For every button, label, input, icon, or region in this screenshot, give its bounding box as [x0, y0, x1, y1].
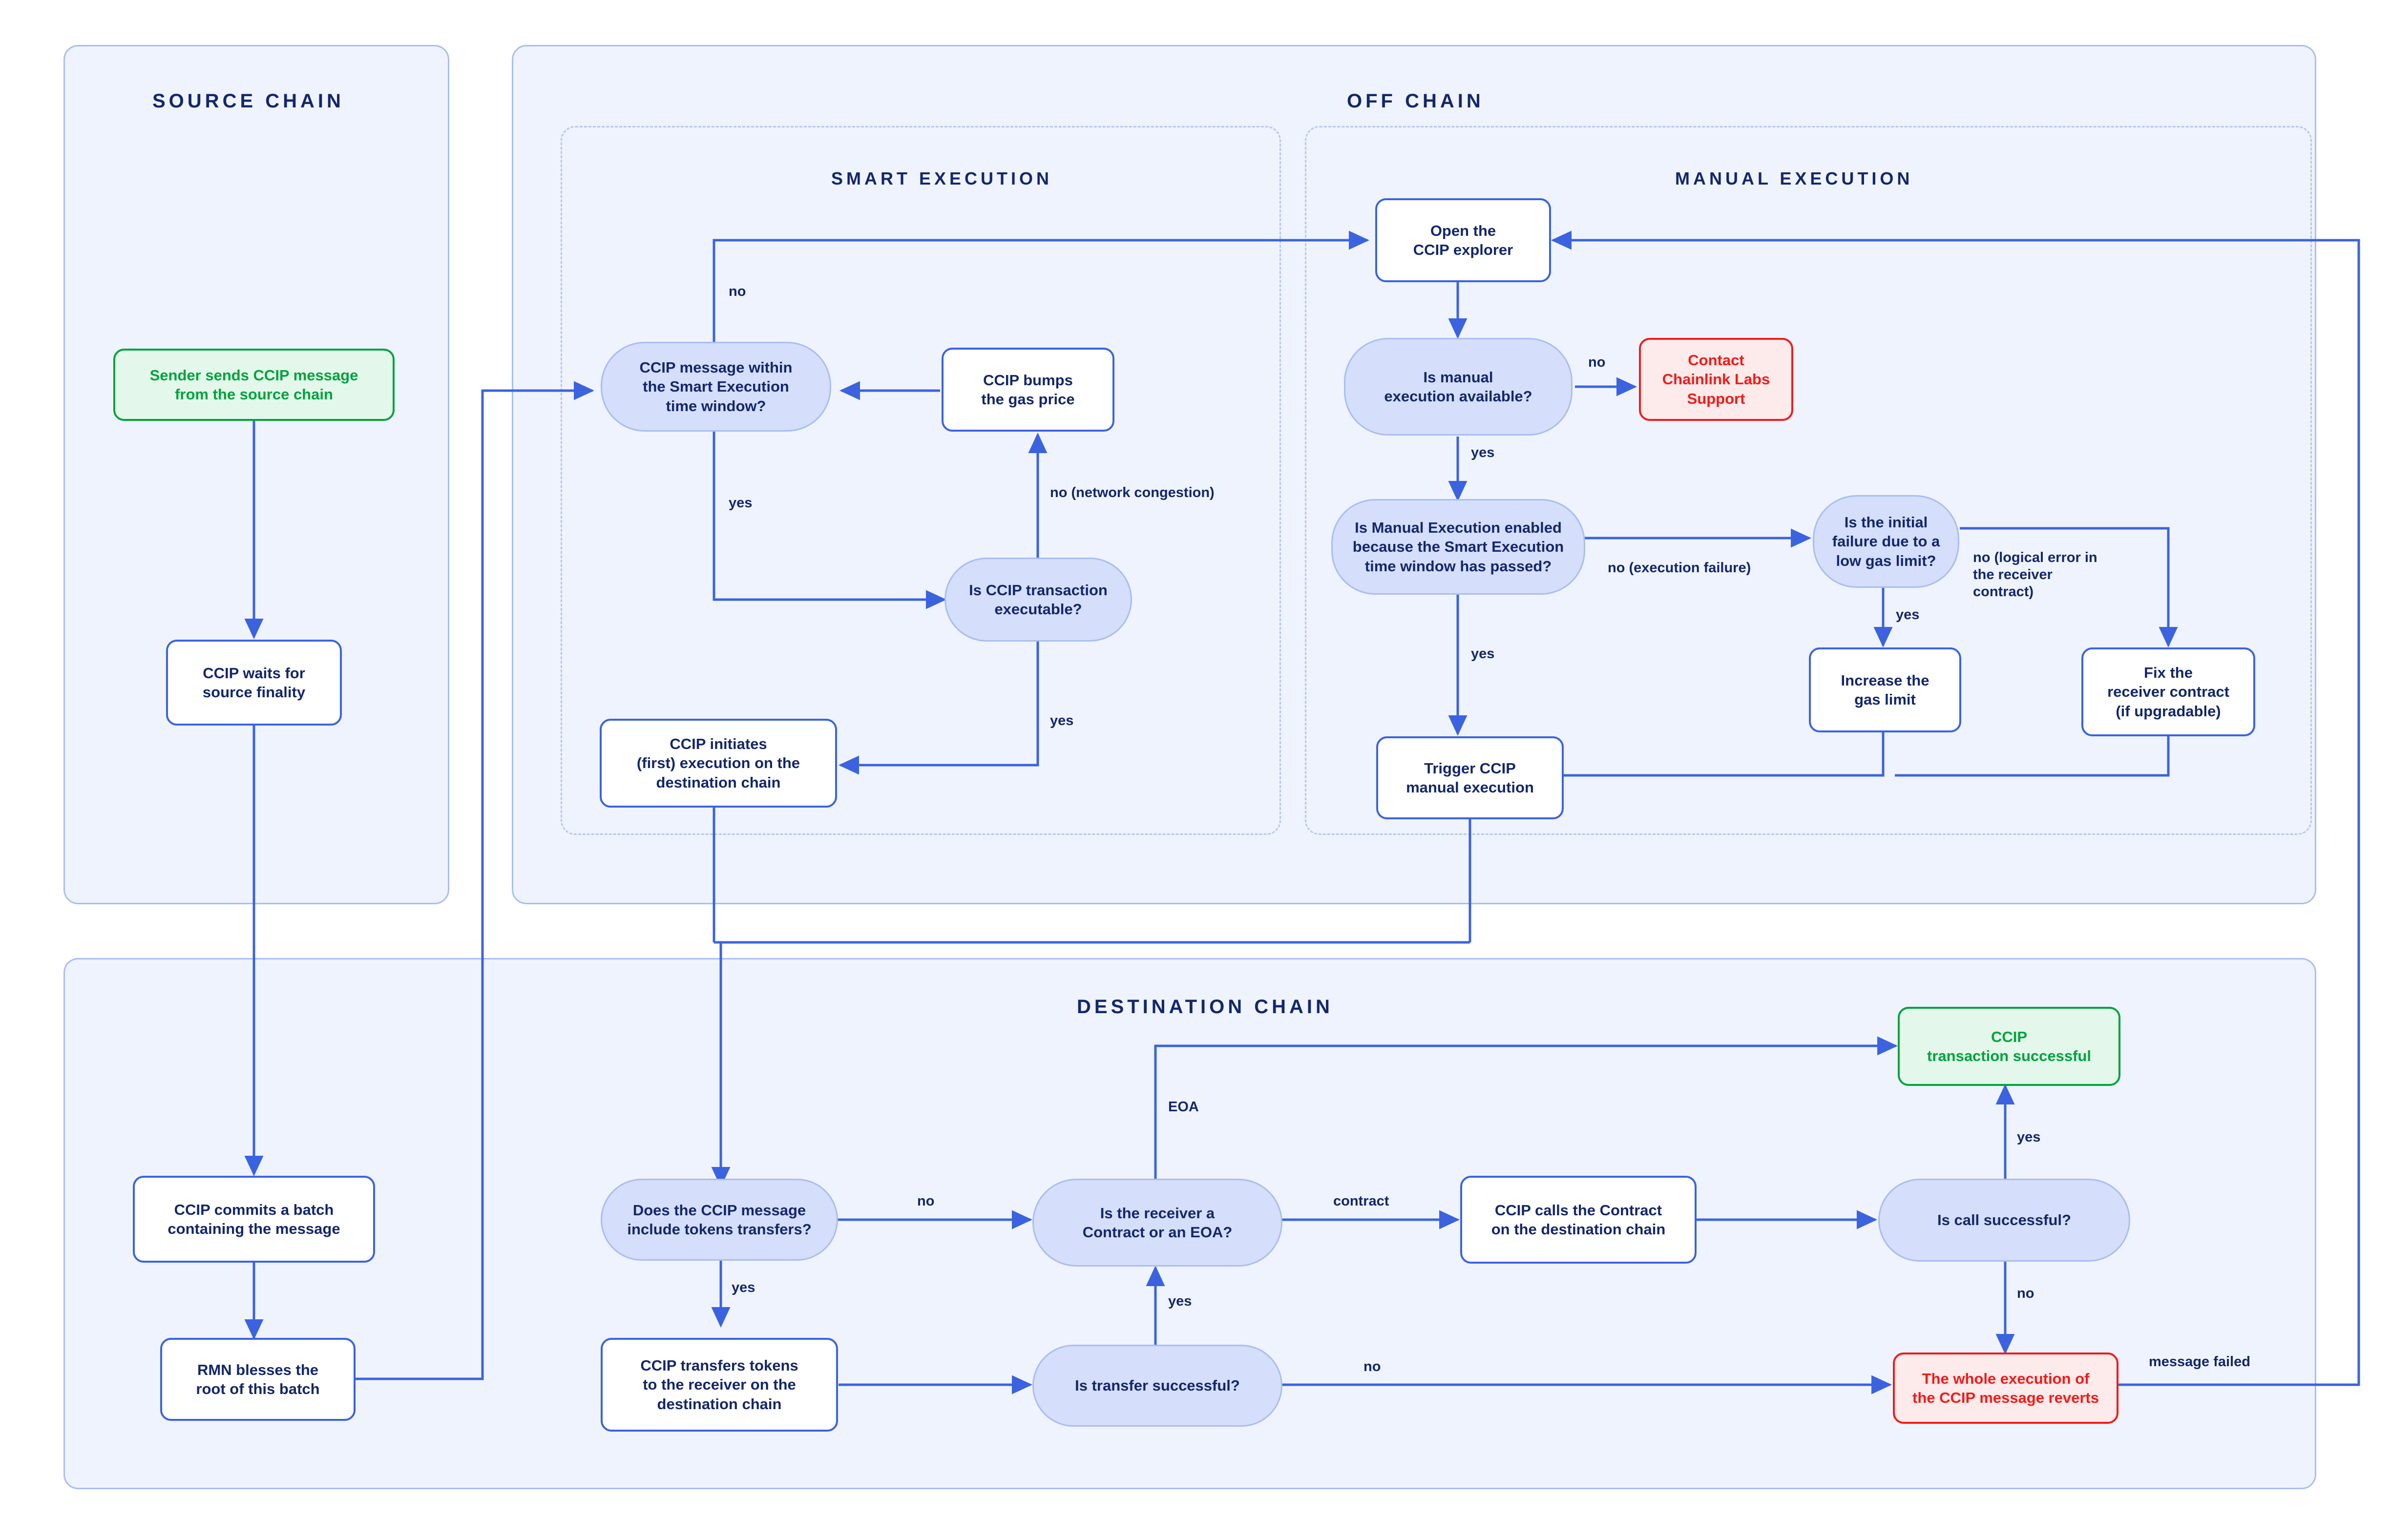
edge-label-manual-available-yes: yes — [1471, 445, 1495, 460]
node-receiver-contract-or-eoa[interactable]: Is the receiver a Contract or an EOA? — [1032, 1179, 1282, 1267]
edge-label-gas-limit-yes: yes — [1896, 607, 1920, 623]
node-transaction-successful[interactable]: CCIP transaction successful — [1898, 1007, 2120, 1086]
edge-label-tokens-no: no — [917, 1193, 935, 1209]
edge-label-window-yes: yes — [729, 495, 753, 511]
edge-label-executable-yes: yes — [1050, 713, 1074, 728]
node-tx-executable[interactable]: Is CCIP transaction executable? — [944, 558, 1132, 642]
node-calls-contract[interactable]: CCIP calls the Contract on the destinati… — [1460, 1176, 1697, 1264]
panel-source-chain-title: SOURCE CHAIN — [152, 90, 344, 112]
edge-label-manual-available-no: no — [1588, 354, 1606, 370]
edge-label-receiver-contract: contract — [1333, 1193, 1389, 1209]
node-rmn-blesses[interactable]: RMN blesses the root of this batch — [160, 1338, 356, 1421]
node-fix-receiver-contract[interactable]: Fix the receiver contract (if upgradable… — [2081, 647, 2255, 736]
node-open-ccip-explorer[interactable]: Open the CCIP explorer — [1375, 198, 1551, 282]
node-trigger-manual-execution[interactable]: Trigger CCIP manual execution — [1376, 736, 1564, 819]
panel-source-chain — [63, 45, 449, 904]
node-bumps-gas-price[interactable]: CCIP bumps the gas price — [942, 348, 1114, 432]
node-commits-batch[interactable]: CCIP commits a batch containing the mess… — [133, 1176, 375, 1263]
edge-label-call-no: no — [2017, 1286, 2034, 1301]
subpanel-smart-execution-title: SMART EXECUTION — [831, 168, 1053, 188]
node-manual-execution-available[interactable]: Is manual execution available? — [1344, 338, 1573, 436]
edge-label-transfer-yes: yes — [1168, 1293, 1192, 1309]
node-transfers-tokens[interactable]: CCIP transfers tokens to the receiver on… — [601, 1338, 838, 1432]
edge-label-manual-enabled-no: no (execution failure) — [1608, 560, 1751, 576]
edge-label-executable-no: no (network congestion) — [1050, 485, 1215, 500]
edge-label-call-yes: yes — [2017, 1129, 2041, 1145]
edge-label-manual-enabled-yes: yes — [1471, 646, 1495, 662]
node-increase-gas-limit[interactable]: Increase the gas limit — [1809, 647, 1961, 732]
node-initiates-execution[interactable]: CCIP initiates (first) execution on the … — [600, 719, 837, 808]
node-within-smart-window[interactable]: CCIP message within the Smart Execution … — [601, 342, 831, 432]
edge-label-transfer-no: no — [1363, 1359, 1381, 1374]
panel-off-chain-title: OFF CHAIN — [1347, 90, 1484, 112]
edge-label-receiver-eoa: EOA — [1168, 1099, 1199, 1115]
edge-label-window-no: no — [729, 284, 746, 299]
edge-label-message-failed: message failed — [2149, 1354, 2250, 1370]
node-waits-finality[interactable]: CCIP waits for source finality — [166, 640, 342, 726]
node-include-token-transfers[interactable]: Does the CCIP message include tokens tra… — [601, 1179, 838, 1261]
node-call-successful[interactable]: Is call successful? — [1878, 1179, 2130, 1262]
edge-label-tokens-yes: yes — [732, 1280, 755, 1295]
node-sender-sends[interactable]: Sender sends CCIP message from the sourc… — [113, 349, 395, 421]
node-contact-support[interactable]: Contact Chainlink Labs Support — [1639, 338, 1793, 421]
edge-label-gas-limit-no: no (logical error in the receiver contra… — [1973, 550, 2097, 600]
node-transfer-successful[interactable]: Is transfer successful? — [1032, 1345, 1282, 1427]
subpanel-manual-execution-title: MANUAL EXECUTION — [1675, 168, 1913, 188]
node-execution-reverts[interactable]: The whole execution of the CCIP message … — [1893, 1353, 2118, 1424]
node-initial-failure-gas-limit[interactable]: Is the initial failure due to a low gas … — [1813, 495, 1959, 588]
node-manual-execution-enabled[interactable]: Is Manual Execution enabled because the … — [1331, 499, 1585, 595]
panel-destination-chain-title: DESTINATION CHAIN — [1077, 996, 1333, 1018]
